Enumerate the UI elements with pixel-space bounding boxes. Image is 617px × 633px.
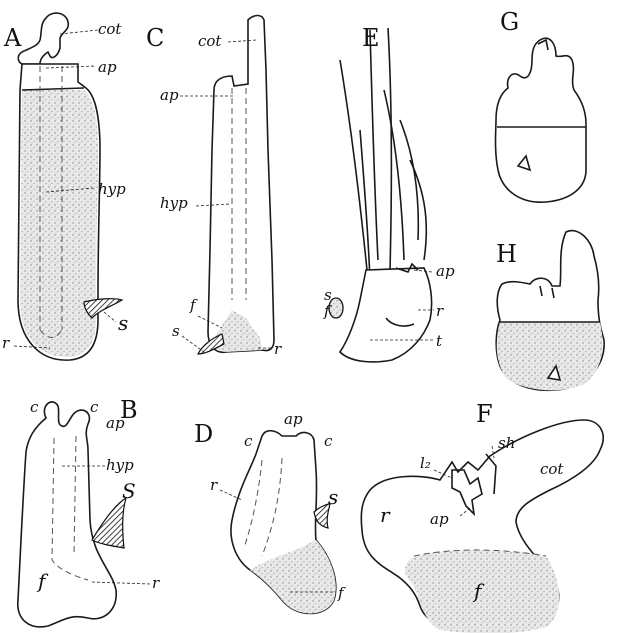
- panel-g: G: [496, 8, 587, 202]
- panel-a-s-leader: [104, 312, 116, 322]
- panel-d-r-label: r: [210, 476, 218, 494]
- panel-e-leaf-4: [384, 90, 404, 260]
- panel-h: H: [496, 231, 604, 391]
- panel-d-ap-label: ap: [284, 410, 303, 428]
- panel-e-leaf-3: [388, 28, 391, 270]
- panel-b-c1-label: c: [30, 398, 39, 416]
- panel-c-f-label: f: [189, 296, 198, 314]
- panel-f-ap-label: ap: [430, 510, 449, 528]
- panel-a-cotyledon: [18, 13, 68, 64]
- panel-c: C cot ap hyp f s r: [146, 16, 282, 359]
- panel-a: A cot ap hyp s r: [2, 13, 128, 360]
- panel-a-ap-label: ap: [98, 58, 117, 76]
- panel-e: E ap s f r t: [323, 24, 455, 362]
- panel-c-letter: C: [146, 24, 164, 52]
- panel-d-letter: D: [194, 420, 213, 448]
- panel-c-r-label: r: [274, 340, 282, 358]
- panel-c-ap-label: ap: [160, 86, 179, 104]
- panel-c-s-label: s: [172, 322, 180, 340]
- panel-b-hyp-label: hyp: [106, 456, 134, 474]
- panel-b-scutellum: [92, 498, 126, 548]
- panel-b-s-label: S: [122, 479, 136, 503]
- panel-h-shading: [497, 322, 603, 390]
- panel-e-seed-base: [340, 268, 432, 362]
- panel-c-hyp-label: hyp: [160, 194, 188, 212]
- panel-f-letter: F: [476, 400, 493, 428]
- panel-f-shading: [405, 550, 559, 633]
- panel-c-cot-label: cot: [198, 32, 222, 50]
- panel-a-scutellum: [84, 299, 122, 318]
- panel-d-c2-label: c: [324, 432, 333, 450]
- panel-d-s-label: s: [328, 485, 338, 509]
- panel-h-letter: H: [496, 240, 517, 268]
- panel-f-sh-label: sh: [498, 434, 515, 452]
- panel-f-cot-label: cot: [540, 460, 564, 478]
- panel-b-ap-label: ap: [106, 414, 125, 432]
- panel-a-s-label: s: [118, 311, 128, 335]
- panel-g-letter: G: [500, 8, 519, 36]
- panel-a-r-label: r: [2, 334, 10, 352]
- panel-g-body: [496, 38, 587, 202]
- panel-b: B c c ap hyp S f r: [18, 396, 160, 627]
- panel-e-ap-label: ap: [436, 262, 455, 280]
- panel-c-body: [208, 16, 274, 353]
- panel-f: F l₂ sh cot r ap f: [361, 400, 603, 633]
- panel-e-leaf-2: [370, 30, 378, 260]
- panel-a-cot-label: cot: [98, 20, 122, 38]
- panel-e-r-label: r: [436, 302, 444, 320]
- panel-f-r-label: r: [380, 503, 391, 527]
- panel-a-shading: [20, 90, 98, 357]
- panel-b-r-label: r: [152, 574, 160, 592]
- panel-b-c2-label: c: [90, 398, 99, 416]
- panel-f-l2-label: l₂: [420, 454, 431, 472]
- panel-a-letter: A: [3, 24, 22, 52]
- panel-d-c1-label: c: [244, 432, 253, 450]
- panel-d: D c ap c r s f: [194, 410, 346, 614]
- panel-a-hyp-label: hyp: [98, 180, 126, 198]
- panel-b-body: [18, 402, 116, 627]
- panel-e-t-label: t: [436, 332, 443, 350]
- panel-d-f-label: f: [337, 584, 346, 602]
